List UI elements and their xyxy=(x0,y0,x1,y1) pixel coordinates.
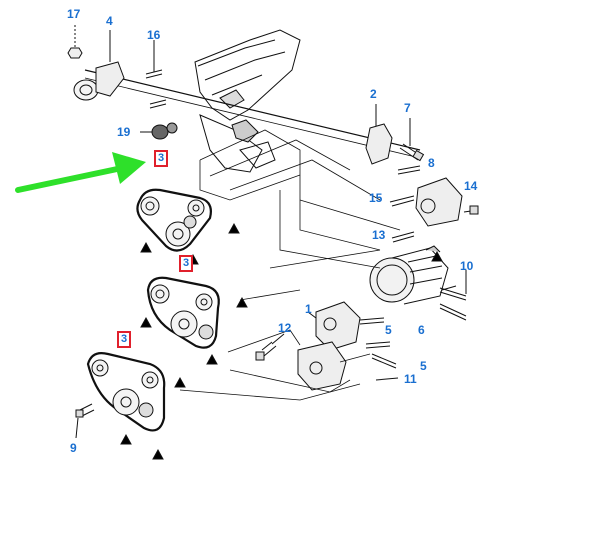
bolts-5-6 xyxy=(359,317,399,381)
callout-label: 17 xyxy=(67,7,81,21)
bolt-15 xyxy=(389,195,415,207)
tensioner-bracket-4 xyxy=(73,30,125,101)
triangle-marker xyxy=(174,376,186,388)
bracket-assembly-1 xyxy=(297,301,361,391)
bracket-2 xyxy=(365,104,393,165)
belt-layout-2 xyxy=(146,276,220,349)
callout-label: 13 xyxy=(372,228,386,242)
triangle-marker xyxy=(236,296,248,308)
callout-label: 16 xyxy=(147,28,161,42)
callout-label: 7 xyxy=(404,101,411,115)
callout-label: 9 xyxy=(70,441,77,455)
callout-label: 19 xyxy=(117,125,131,139)
bolt-13 xyxy=(391,231,415,243)
callout-label: 1 xyxy=(305,302,312,316)
callout-label: 8 xyxy=(428,156,435,170)
callout-label: 10 xyxy=(460,259,474,273)
triangle-marker xyxy=(152,448,164,460)
triangle-marker xyxy=(228,222,240,234)
idler-pulley-19 xyxy=(140,122,178,140)
bolt-7 xyxy=(399,118,425,162)
bolt-8 xyxy=(397,165,421,175)
triangle-marker xyxy=(120,433,132,445)
belt-layout-3 xyxy=(86,352,166,432)
leader-lines xyxy=(179,129,401,401)
triangle-marker xyxy=(140,241,152,253)
callout-label: 2 xyxy=(370,87,377,101)
callout-label: 12 xyxy=(278,321,292,335)
compressor xyxy=(369,245,457,305)
nut-17 xyxy=(67,25,83,59)
boxed-callout: 3 xyxy=(117,331,132,348)
bolt-9 xyxy=(75,403,95,439)
callout-label: 14 xyxy=(464,179,478,193)
drive-shaft xyxy=(84,69,421,151)
bolts-10 xyxy=(439,270,467,321)
callout-label: 15 xyxy=(369,191,383,205)
belt-layout-1 xyxy=(136,188,212,252)
callout-label: 11 xyxy=(404,372,417,386)
triangle-marker xyxy=(431,250,443,262)
callout-label: 4 xyxy=(106,14,113,28)
green-pointer-arrow xyxy=(15,152,146,193)
callout-label: 6 xyxy=(418,323,425,337)
triangle-marker xyxy=(140,316,152,328)
engine-block xyxy=(194,29,301,173)
callout-label: 5 xyxy=(420,359,427,373)
mount-bracket-14 xyxy=(415,177,479,227)
triangle-marker xyxy=(206,353,218,365)
callout-label: 5 xyxy=(385,323,392,337)
boxed-callout: 3 xyxy=(179,255,194,272)
bolt-12 xyxy=(255,333,285,361)
boxed-callout: 3 xyxy=(154,150,169,167)
bolts-16 xyxy=(145,40,167,109)
